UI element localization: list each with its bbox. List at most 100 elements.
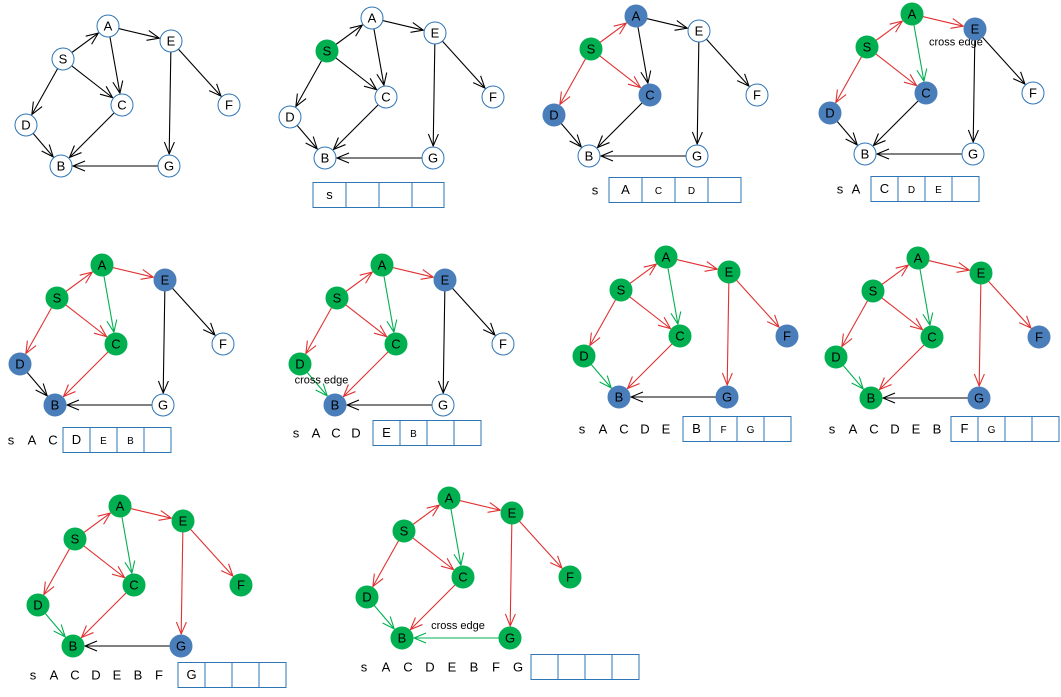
queue-cell: F bbox=[961, 421, 969, 436]
visited-letter: F bbox=[492, 660, 500, 675]
edge-e-g-arrowhead bbox=[163, 141, 175, 156]
node-e-label: E bbox=[977, 266, 986, 281]
edge-s-a bbox=[335, 24, 363, 45]
node-g-label: G bbox=[164, 159, 174, 174]
node-f bbox=[1027, 325, 1051, 349]
edge-e-f-arrowhead bbox=[220, 563, 234, 578]
edge-e-f-arrowhead bbox=[1018, 315, 1032, 330]
node-g-label: G bbox=[968, 147, 978, 162]
edge-s-a-arrowhead bbox=[359, 271, 374, 284]
visited-letter: A bbox=[852, 182, 861, 197]
edge-e-g bbox=[432, 43, 436, 147]
visited-letter: s bbox=[293, 426, 300, 441]
edge-s-a-arrowhead bbox=[643, 263, 658, 276]
edge-e-g bbox=[442, 290, 446, 394]
edge-e-g-arrowhead bbox=[504, 613, 516, 628]
queue-cell: G bbox=[988, 425, 996, 436]
edge-s-d-arrowhead bbox=[31, 101, 43, 116]
node-s bbox=[315, 39, 339, 63]
node-s bbox=[392, 519, 416, 543]
queue-cell: G bbox=[186, 667, 196, 682]
edge-c-b bbox=[333, 104, 379, 150]
node-c bbox=[668, 324, 692, 348]
edge-a-e bbox=[928, 260, 970, 271]
node-b bbox=[390, 626, 414, 650]
node-f-label: F bbox=[237, 578, 245, 593]
node-d-label: D bbox=[15, 357, 24, 372]
edge-d-b bbox=[560, 123, 582, 148]
node-a bbox=[900, 2, 924, 26]
edge-e-f bbox=[735, 279, 780, 328]
node-s-label: S bbox=[333, 291, 342, 306]
visited-letter: s bbox=[8, 433, 15, 448]
edge-e-f bbox=[705, 38, 750, 87]
edge-a-e bbox=[382, 20, 424, 31]
node-c-label: C bbox=[381, 90, 390, 105]
edge-s-d bbox=[559, 58, 587, 105]
edge-a-e bbox=[922, 16, 964, 27]
edge-a-c bbox=[637, 26, 649, 84]
edge-a-e bbox=[130, 508, 172, 519]
visited-letter: D bbox=[890, 422, 899, 437]
edge-s-c bbox=[345, 304, 387, 338]
edge-s-d bbox=[295, 60, 323, 107]
node-a bbox=[360, 6, 384, 30]
edge-a-c-arrowhead bbox=[124, 560, 136, 575]
edge-s-a-arrowhead bbox=[613, 22, 628, 35]
edge-s-a bbox=[412, 504, 440, 525]
edge-s-a-arrowhead bbox=[79, 271, 94, 284]
edge-s-c-arrowhead bbox=[627, 76, 642, 89]
edge-e-f-arrowhead bbox=[202, 322, 216, 337]
edge-e-g bbox=[180, 531, 184, 635]
edge-s-a bbox=[599, 22, 627, 43]
edge-s-c bbox=[83, 545, 125, 579]
queue-cell: E bbox=[100, 436, 107, 447]
edge-e-f bbox=[981, 36, 1026, 85]
node-e bbox=[433, 268, 457, 292]
node-c bbox=[638, 83, 662, 107]
node-b-label: B bbox=[51, 398, 60, 413]
queue-cell: C bbox=[655, 186, 662, 197]
edge-c-b-arrowhead bbox=[878, 377, 892, 391]
node-e bbox=[717, 260, 741, 284]
node-d bbox=[14, 113, 38, 137]
edge-e-f bbox=[518, 520, 563, 569]
edge-a-c bbox=[913, 24, 925, 82]
edge-a-c-arrowhead bbox=[922, 312, 934, 327]
node-b-label: B bbox=[69, 639, 78, 654]
visited-letter: C bbox=[403, 660, 412, 675]
node-b-label: B bbox=[585, 149, 594, 164]
edge-d-b-arrowhead bbox=[569, 134, 583, 148]
node-c-label: C bbox=[117, 98, 126, 113]
edge-a-c-arrowhead bbox=[112, 80, 124, 95]
edge-g-b-arrowhead bbox=[875, 148, 890, 160]
edge-d-b-arrowhead bbox=[599, 375, 613, 389]
visited-letter: D bbox=[640, 422, 649, 437]
edge-s-d bbox=[25, 307, 53, 354]
edge-a-c-arrowhead bbox=[916, 68, 928, 83]
node-e bbox=[171, 509, 195, 533]
node-s bbox=[63, 527, 87, 551]
node-e bbox=[963, 17, 987, 41]
node-f-label: F bbox=[499, 337, 507, 352]
visited-letter: C bbox=[70, 668, 79, 683]
edge-a-c-arrowhead bbox=[670, 311, 682, 326]
edge-d-b bbox=[296, 125, 318, 150]
visited-letter: E bbox=[113, 668, 122, 683]
node-c bbox=[110, 93, 134, 117]
node-e-label: E bbox=[167, 34, 176, 49]
node-g bbox=[431, 393, 455, 417]
edge-c-b bbox=[873, 100, 919, 146]
visited-letter: E bbox=[448, 660, 457, 675]
edge-a-e-arrowhead bbox=[704, 261, 719, 272]
visited-letter: s bbox=[30, 668, 37, 683]
visited-letter: A bbox=[312, 426, 321, 441]
node-d bbox=[355, 585, 379, 609]
edge-e-g-arrowhead bbox=[157, 380, 169, 395]
edge-e-f bbox=[451, 287, 496, 336]
edge-c-b bbox=[879, 344, 925, 390]
node-e-label: E bbox=[971, 22, 980, 37]
